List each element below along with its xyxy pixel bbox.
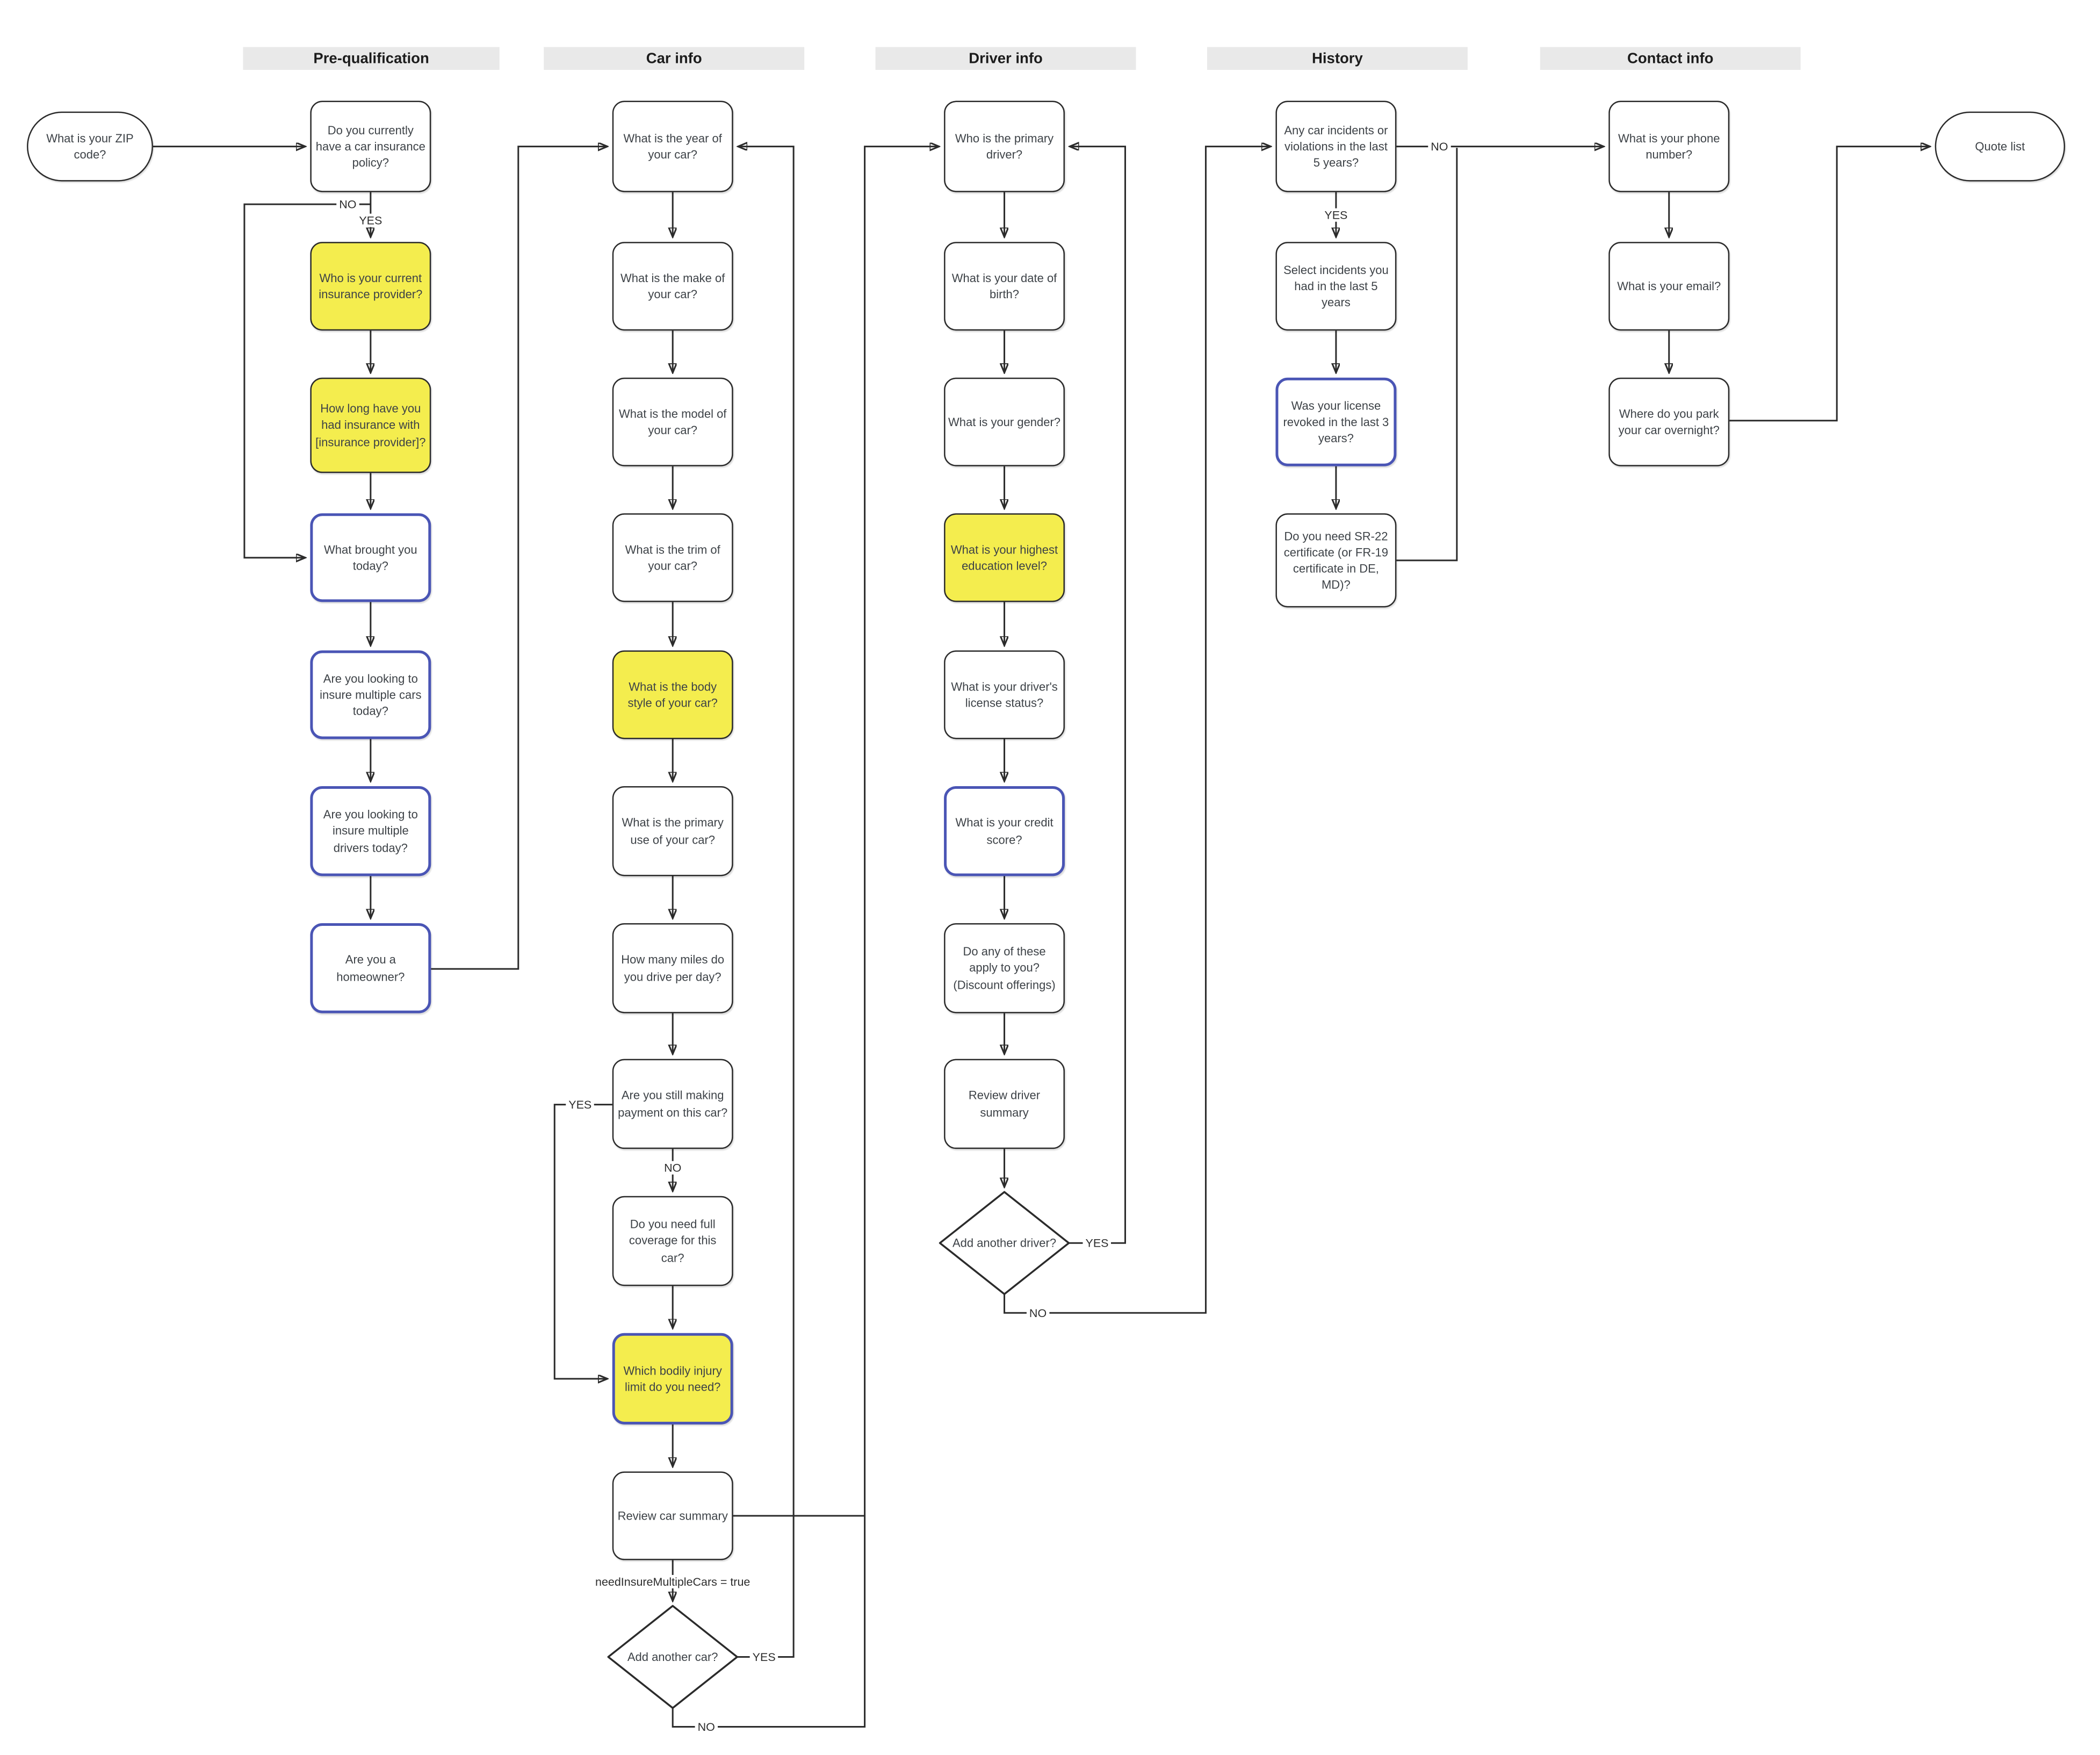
node-sr22-certificate[interactable]: Do you need SR-22 certificate (or FR-19 … [1275,513,1397,608]
header-contact-info: Contact info [1540,47,1801,70]
edge-label-add-car-yes: YES [749,1650,778,1664]
add-another-driver-label: Add another driver? [952,1236,1057,1250]
node-quote-list[interactable]: Quote list [1935,111,2066,182]
edge-label-incidents-no: NO [1428,140,1451,154]
node-select-incidents[interactable]: Select incidents you had in the last 5 y… [1275,242,1397,331]
node-phone-number[interactable]: What is your phone number? [1608,100,1730,192]
node-insurance-provider[interactable]: Who is your current insurance provider? [310,242,431,331]
edge-label-payment-yes: YES [566,1098,595,1112]
node-education-level[interactable]: What is your highest education level? [944,513,1065,602]
node-gender[interactable]: What is your gender? [944,377,1065,466]
node-review-car-summary[interactable]: Review car summary [612,1471,733,1560]
edge-label-incidents-yes: YES [1322,208,1351,222]
node-discount-offerings[interactable]: Do any of these apply to you? (Discount … [944,923,1065,1013]
add-another-car-label: Add another car? [627,1650,718,1664]
node-license-revoked[interactable]: Was your license revoked in the last 3 y… [1275,377,1397,466]
edge-label-add-driver-no: NO [1026,1306,1050,1320]
node-primary-driver[interactable]: Who is the primary driver? [944,100,1065,192]
node-car-payment[interactable]: Are you still making payment on this car… [612,1059,733,1149]
edge-label-need-multiple-cars: needInsureMultipleCars = true [593,1574,753,1588]
header-car-info: Car info [544,47,805,70]
node-credit-score[interactable]: What is your credit score? [944,786,1065,876]
add-another-car-diamond[interactable] [607,1605,738,1709]
node-car-full-coverage[interactable]: Do you need full coverage for this car? [612,1196,733,1286]
node-car-trim[interactable]: What is the trim of your car? [612,513,733,602]
node-license-status[interactable]: What is your driver's license status? [944,650,1065,739]
node-date-of-birth[interactable]: What is your date of birth? [944,242,1065,331]
node-car-make[interactable]: What is the make of your car? [612,242,733,331]
node-bodily-injury-limit[interactable]: Which bodily injury limit do you need? [612,1333,733,1425]
edge-label-payment-no: NO [661,1161,684,1175]
add-another-driver-diamond[interactable] [939,1191,1070,1296]
edge-label-policy-no: NO [336,197,359,211]
node-multiple-drivers[interactable]: Are you looking to insure multiple drive… [310,786,431,876]
header-driver-info: Driver info [875,47,1136,70]
edge-label-add-car-no: NO [695,1720,718,1734]
node-email[interactable]: What is your email? [1608,242,1730,331]
node-incidents-violations[interactable]: Any car incidents or violations in the l… [1275,100,1397,192]
node-car-primary-use[interactable]: What is the primary use of your car? [612,786,733,876]
edge-label-policy-yes: YES [356,213,385,227]
node-car-model[interactable]: What is the model of your car? [612,377,733,466]
node-multiple-cars[interactable]: Are you looking to insure multiple cars … [310,650,431,739]
node-review-driver-summary[interactable]: Review driver summary [944,1059,1065,1149]
node-zip-code[interactable]: What is your ZIP code? [26,111,153,182]
node-insurance-policy[interactable]: Do you currently have a car insurance po… [310,100,431,192]
node-insurance-duration[interactable]: How long have you had insurance with [in… [310,377,431,473]
header-prequalification: Pre-qualification [243,47,500,70]
node-what-brought-you[interactable]: What brought you today? [310,513,431,602]
header-history: History [1207,47,1468,70]
node-car-year[interactable]: What is the year of your car? [612,100,733,192]
node-car-miles[interactable]: How many miles do you drive per day? [612,923,733,1013]
node-homeowner[interactable]: Are you a homeowner? [310,923,431,1013]
node-car-body-style[interactable]: What is the body style of your car? [612,650,733,739]
edges [153,147,1930,1728]
edge-label-add-driver-yes: YES [1083,1236,1112,1250]
node-park-overnight[interactable]: Where do you park your car overnight? [1608,377,1730,466]
